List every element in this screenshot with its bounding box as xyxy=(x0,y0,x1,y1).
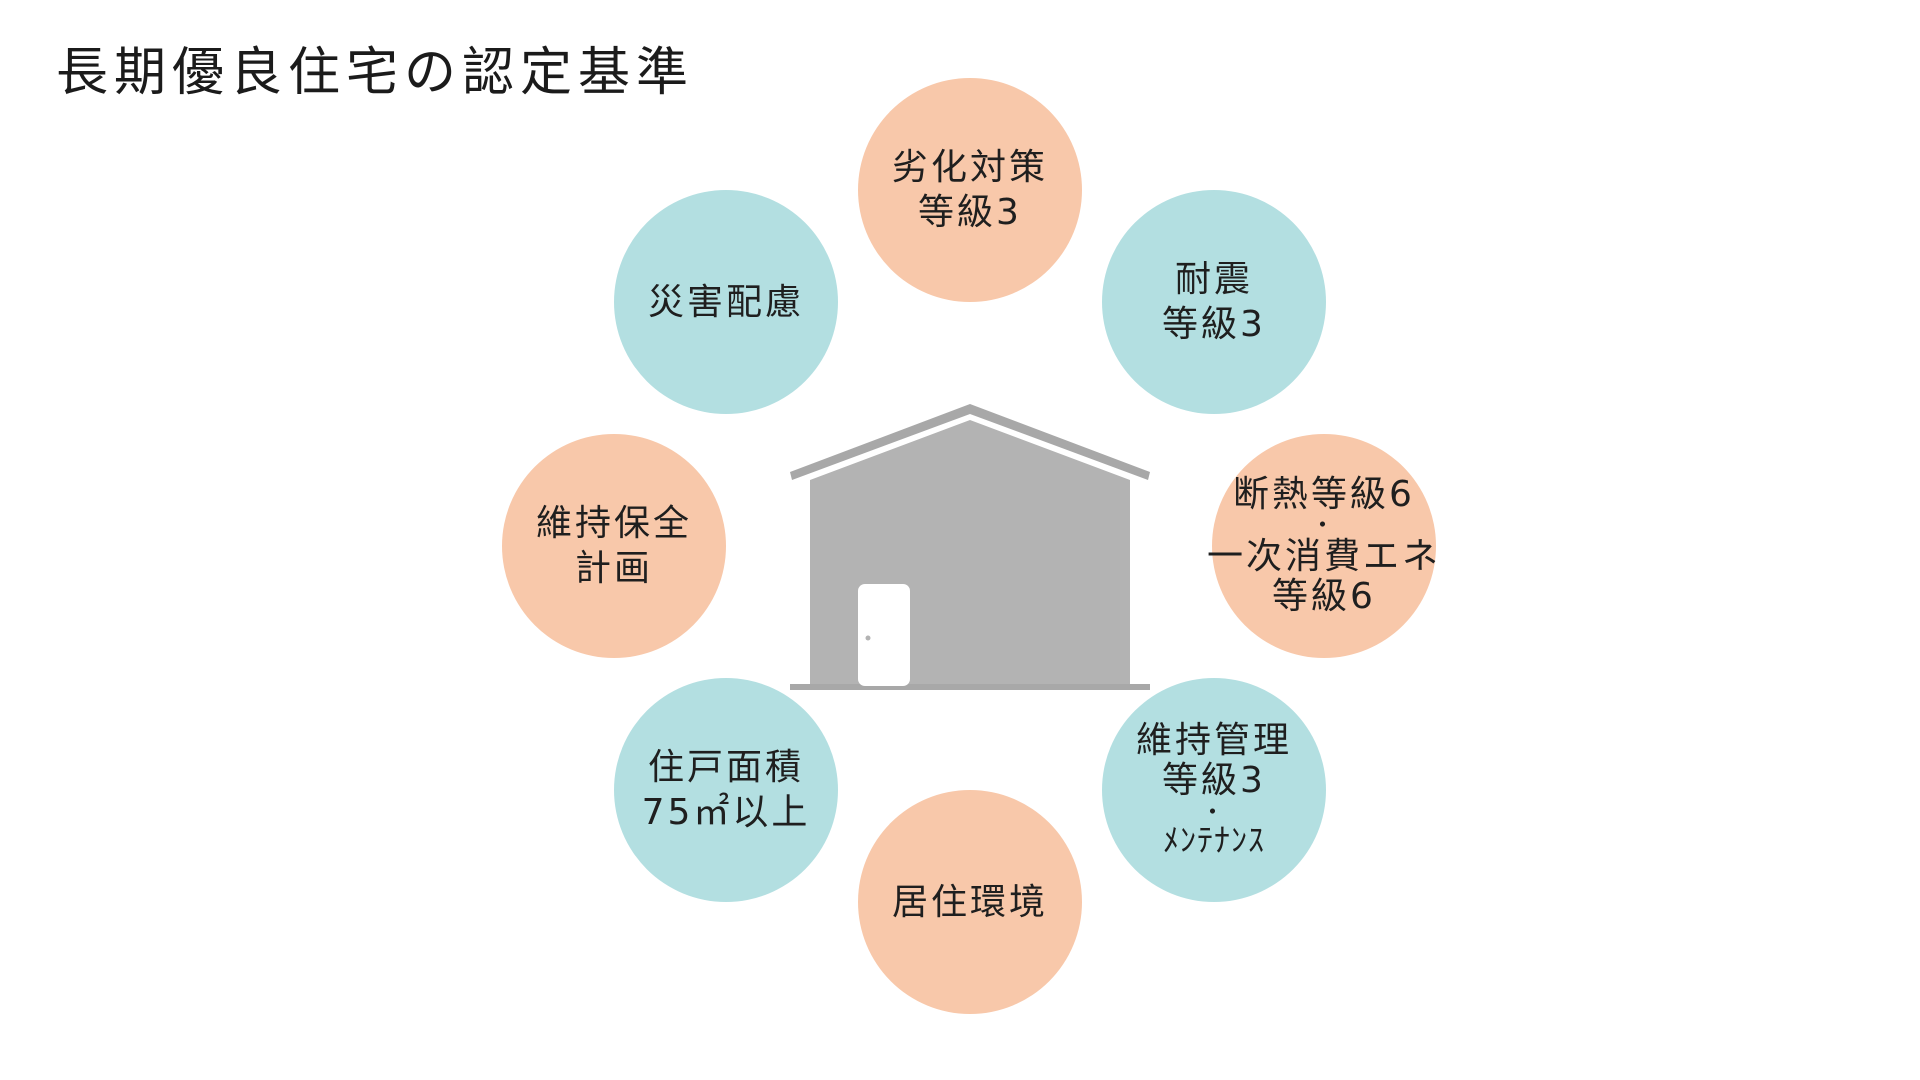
criterion-disaster: 災害配慮 xyxy=(614,190,838,414)
criterion-label: 75㎡以上 xyxy=(641,792,811,833)
ground-line xyxy=(790,684,1150,690)
criterion-label: 計画 xyxy=(574,548,653,589)
criterion-insulation: 断熱等級6 ・ 一次消費エネ 等級6 xyxy=(1207,434,1438,658)
criterion-label: 等級3 xyxy=(1162,304,1266,345)
criterion-label: 居住環境 xyxy=(891,881,1048,923)
criterion-label: 等級3 xyxy=(1162,760,1266,802)
page-title: 長期優良住宅の認定基準 xyxy=(56,43,695,103)
criterion-label: 等級3 xyxy=(918,192,1022,233)
criterion-label: 耐震 xyxy=(1174,259,1253,300)
criterion-separator: ・ xyxy=(1200,797,1228,826)
criterion-label: 維持保全 xyxy=(535,503,692,544)
criterion-label: 住戸面積 xyxy=(647,747,804,788)
criterion-label: 一次消費エネ xyxy=(1207,535,1442,577)
criterion-label: ﾒﾝﾃﾅﾝｽ xyxy=(1162,821,1265,860)
criterion-label: 等級6 xyxy=(1272,575,1376,617)
criterion-seismic: 耐震 等級3 xyxy=(1102,190,1326,414)
criterion-maintenance-plan: 維持保全 計画 xyxy=(502,434,726,658)
criterion-label: 災害配慮 xyxy=(647,281,804,323)
criterion-maintenance: 維持管理 等級3 ・ ﾒﾝﾃﾅﾝｽ xyxy=(1102,678,1326,902)
criterion-deterioration: 劣化対策 等級3 xyxy=(858,78,1082,302)
criterion-label: 維持管理 xyxy=(1135,719,1292,761)
criterion-label: 断熱等級6 xyxy=(1233,473,1415,515)
criterion-label: 劣化対策 xyxy=(891,147,1048,188)
criterion-living-environment: 居住環境 xyxy=(858,790,1082,1014)
criterion-floor-area: 住戸面積 75㎡以上 xyxy=(614,678,838,902)
door xyxy=(858,584,910,686)
door-knob xyxy=(865,635,871,641)
house-icon xyxy=(790,404,1150,690)
criterion-separator: ・ xyxy=(1310,511,1338,540)
